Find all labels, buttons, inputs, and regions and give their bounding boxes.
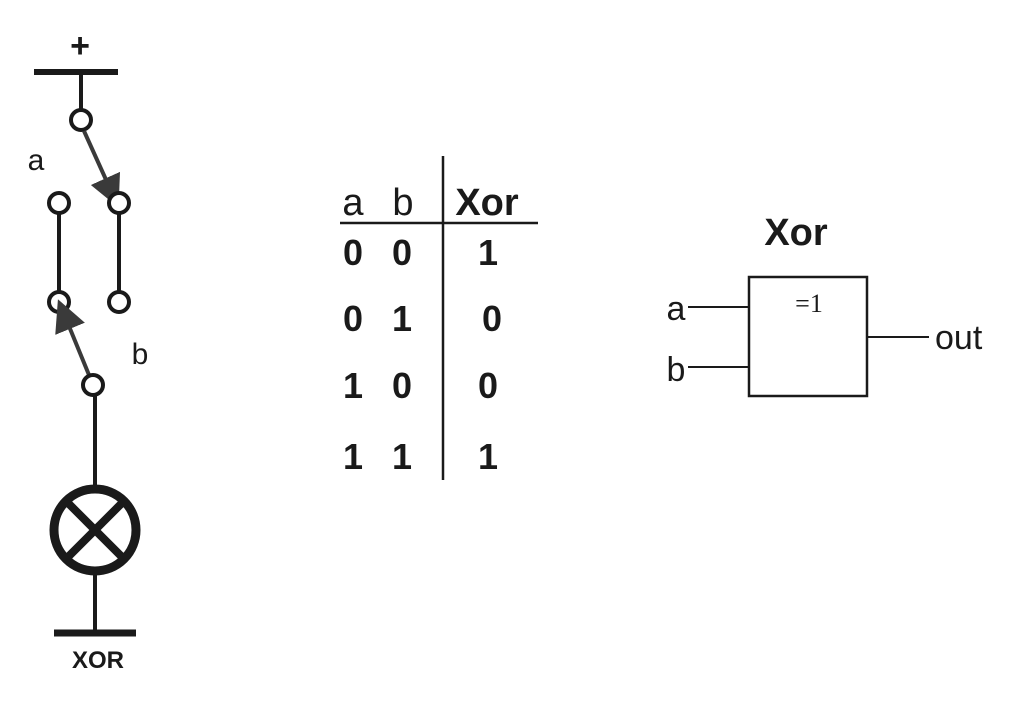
gate-input-b-label: b: [667, 351, 686, 389]
gate-input-a-label: a: [667, 290, 686, 328]
supply-plus-label: +: [70, 27, 90, 65]
switch-b-contact-left: [47, 290, 71, 314]
table-row: 1 0 0: [343, 365, 498, 406]
table-cell: 1: [343, 436, 363, 477]
switch-a-label: a: [28, 144, 45, 177]
table-cell: 0: [478, 365, 498, 406]
truth-table-header-a: a: [342, 182, 364, 224]
switch-a-contact-right: [107, 191, 131, 215]
switch-a-arm: [82, 130, 120, 208]
gate-title: Xor: [764, 212, 828, 254]
truth-table-header-b: b: [392, 182, 413, 224]
gate-output-label: out: [935, 319, 983, 357]
truth-table: a b Xor 0 0 1 0 1 0 1 0 0 1 1 1: [340, 156, 538, 480]
table-cell: 0: [343, 232, 363, 273]
switch-b-arm: [55, 299, 91, 376]
switch-b-label: b: [132, 338, 149, 371]
table-cell: 0: [343, 298, 363, 339]
circuit-title-label: XOR: [72, 647, 124, 674]
table-row: 0 1 0: [343, 298, 502, 339]
table-cell: 1: [478, 436, 498, 477]
table-row: 0 0 1: [343, 232, 498, 273]
table-row: 1 1 1: [343, 436, 498, 477]
table-cell: 1: [392, 298, 412, 339]
switch-a-pivot-contact: [69, 108, 93, 132]
table-cell: 0: [392, 365, 412, 406]
gate-symbol-label: =1: [795, 289, 823, 318]
lamp-icon: [49, 484, 141, 576]
table-cell: 0: [392, 232, 412, 273]
truth-table-header-xor: Xor: [455, 182, 519, 224]
table-cell: 1: [478, 232, 498, 273]
switch-b-contact-right: [107, 290, 131, 314]
switch-circuit: + a b XOR: [28, 27, 149, 674]
table-cell: 1: [343, 365, 363, 406]
xor-gate-symbol: Xor =1 a b out: [667, 212, 983, 398]
table-cell: 1: [392, 436, 412, 477]
switch-a-contact-left: [47, 191, 71, 215]
table-cell: 0: [482, 298, 502, 339]
switch-b-pivot-contact: [81, 373, 105, 397]
